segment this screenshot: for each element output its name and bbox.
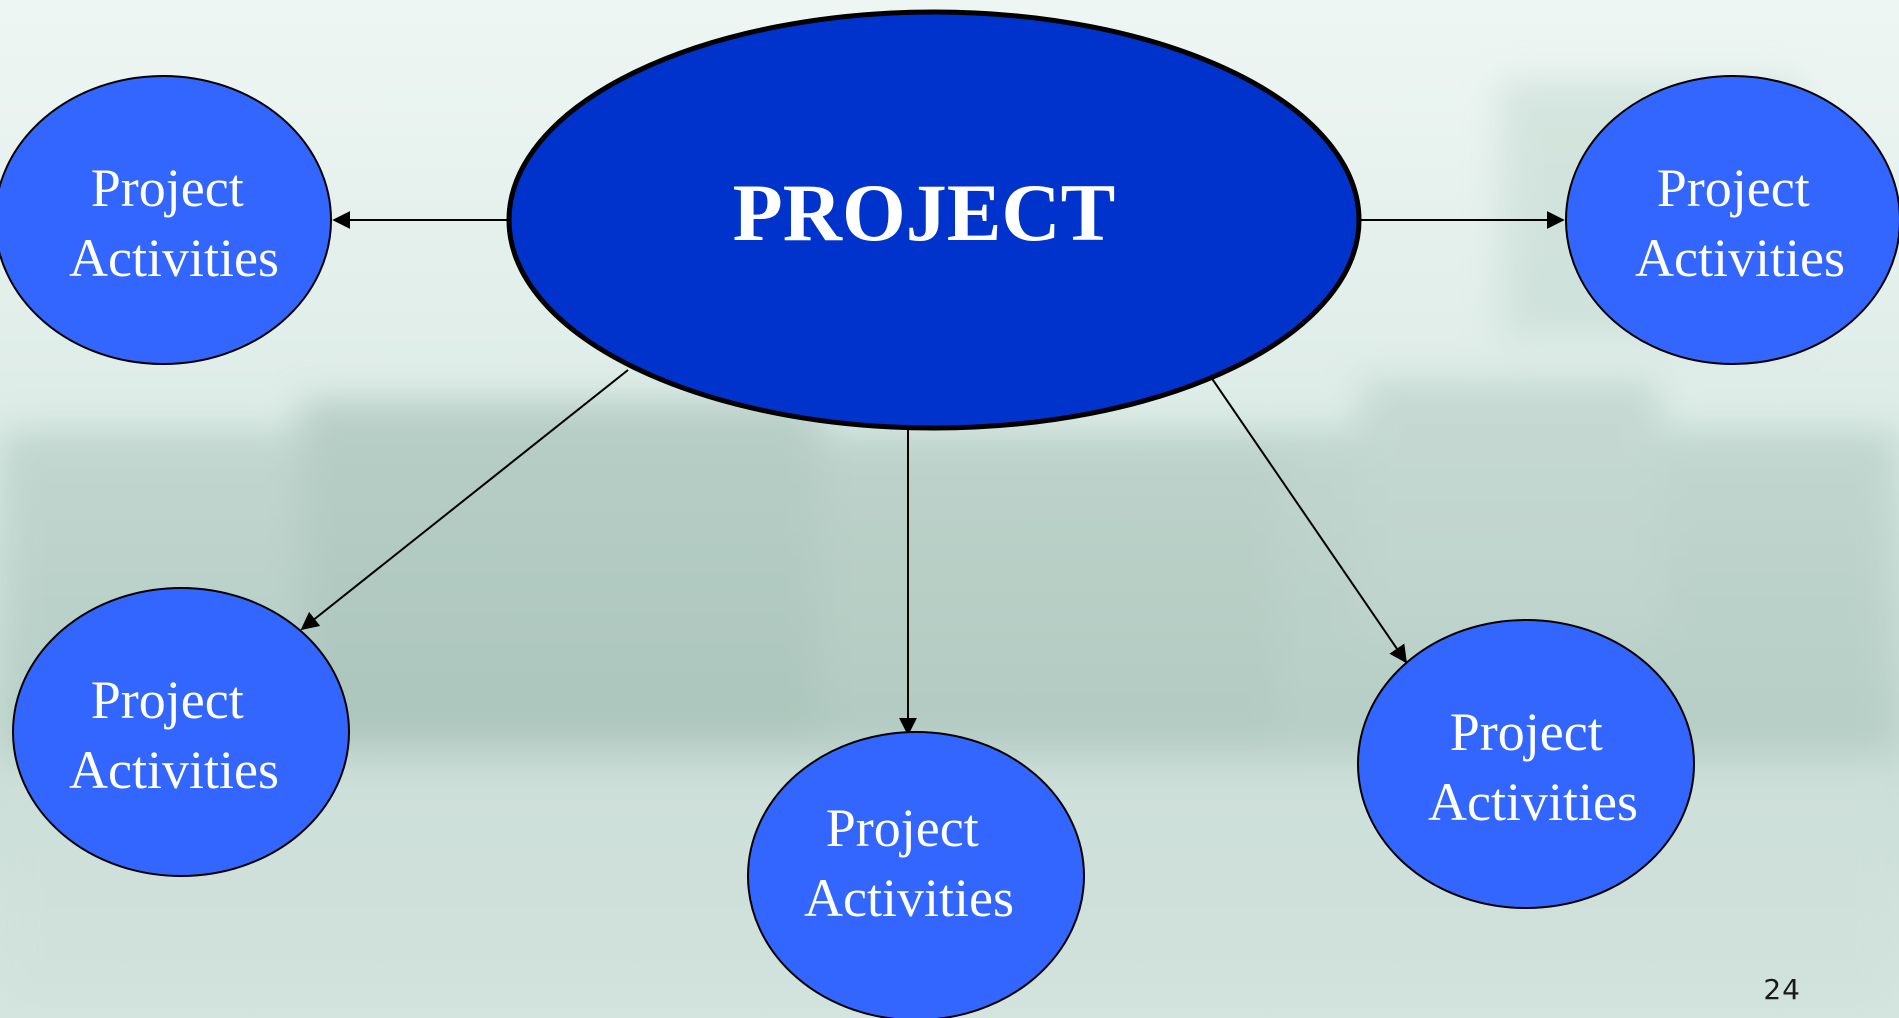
- node-label-line2: Activities: [69, 228, 279, 288]
- node-label-line2: Activities: [1635, 228, 1845, 288]
- node-top-right: Project Activities: [1565, 75, 1899, 365]
- node-label-line1: Project: [826, 798, 979, 858]
- center-label: PROJECT: [733, 167, 1116, 258]
- node-label-line2: Activities: [1428, 772, 1638, 832]
- connectors: [300, 211, 1565, 736]
- page-number: 24: [1763, 973, 1801, 1006]
- node-label-line1: Project: [91, 158, 244, 218]
- node-top-left: Project Activities: [0, 75, 332, 365]
- node-bottom-center: Project Activities: [747, 731, 1085, 1018]
- node-label-line2: Activities: [804, 868, 1014, 928]
- arrow-to-bottom-left: [300, 369, 629, 631]
- svg-text:Project Activities: Project Activities: [1635, 158, 1845, 288]
- svg-text:Project Activities: Project Activities: [69, 158, 279, 288]
- node-label-line1: Project: [1450, 702, 1603, 762]
- node-bottom-left: Project Activities: [12, 587, 350, 877]
- node-label-line2: Activities: [69, 740, 279, 800]
- center-node: PROJECT: [506, 9, 1362, 431]
- svg-text:Project Activities: Project Activities: [804, 798, 1014, 928]
- node-label-line1: Project: [1657, 158, 1810, 218]
- node-label-line1: Project: [91, 670, 244, 730]
- arrow-to-bottom-right: [1201, 363, 1408, 664]
- center-ellipse: [506, 9, 1362, 431]
- svg-text:Project Activities: Project Activities: [1428, 702, 1638, 832]
- svg-text:Project Activities: Project Activities: [69, 670, 279, 800]
- node-bottom-right: Project Activities: [1357, 619, 1695, 909]
